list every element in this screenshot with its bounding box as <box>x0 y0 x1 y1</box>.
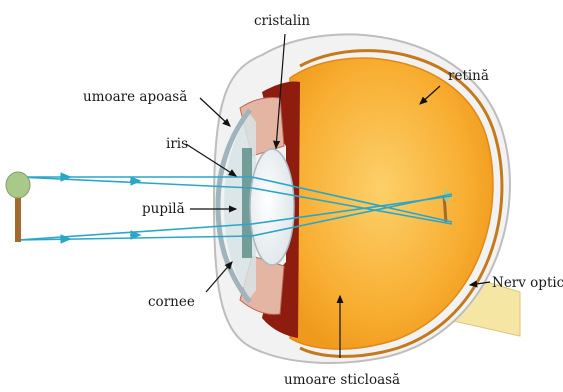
label-umoare-sticloasa: umoare sticloasă <box>284 372 400 388</box>
label-iris: iris <box>166 136 188 152</box>
label-cristalin: cristalin <box>254 13 310 29</box>
label-retina: retină <box>448 68 489 84</box>
label-umoare-apoasa: umoare apoasă <box>83 89 187 105</box>
lens <box>250 149 294 265</box>
object-tree-icon <box>6 172 30 242</box>
label-cornee: cornee <box>148 294 195 310</box>
label-nerv-optic: Nerv optic <box>492 275 563 291</box>
label-pupila: pupilă <box>142 201 185 217</box>
